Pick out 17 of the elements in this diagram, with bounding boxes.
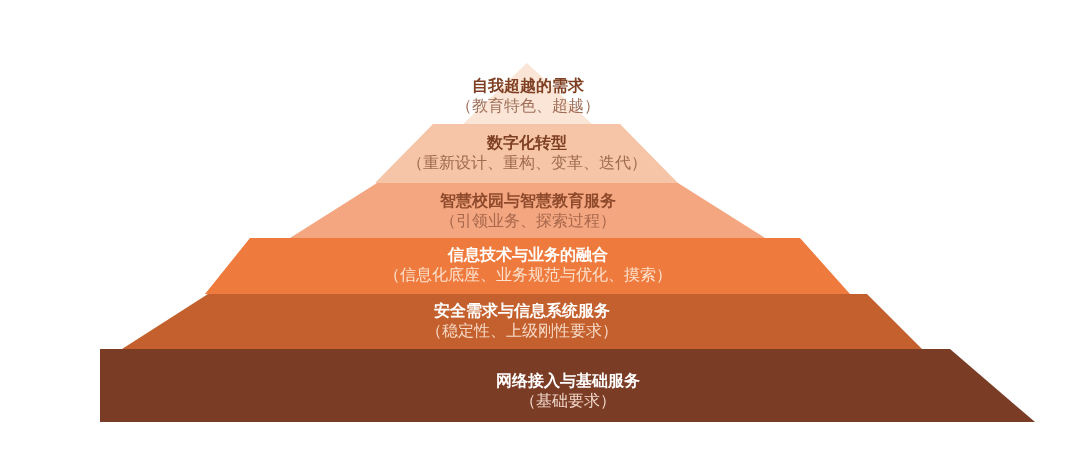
pyramid-tier [205,238,850,294]
tier-title: 数字化转型 [486,133,567,153]
tier-subtitle: （稳定性、上级刚性要求） [426,321,618,341]
pyramid-tier [122,294,922,349]
tier-title: 自我超越的需求 [471,76,584,96]
pyramid-tier [290,183,765,238]
pyramid-tier [100,349,1035,422]
tier-subtitle: （教育特色、超越） [455,96,600,116]
tier-title: 安全需求与信息系统服务 [434,301,610,321]
tier-title: 网络接入与基础服务 [495,371,640,391]
tier-title: 智慧校园与智慧教育服务 [439,191,616,211]
pyramid-tier [375,124,678,183]
tier-subtitle: （重新设计、重构、变革、迭代） [406,153,647,173]
tier-title: 信息技术与业务的融合 [447,245,608,265]
tier-subtitle: （基础要求） [519,391,616,411]
tier-subtitle: （引领业务、探索过程） [439,211,616,231]
tier-subtitle: （信息化底座、业务规范与优化、摸索） [383,265,672,285]
